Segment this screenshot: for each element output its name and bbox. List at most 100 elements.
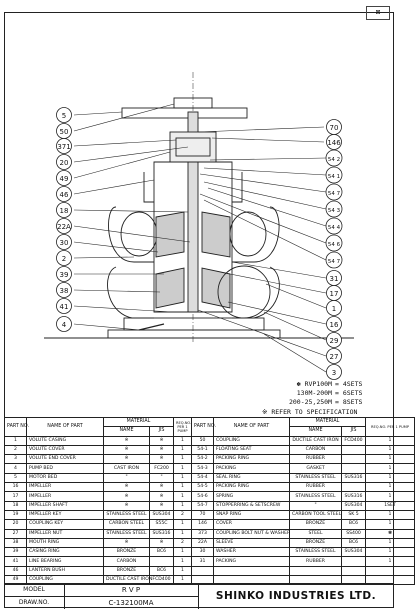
cell-mat: STAINLESS STEEL: [289, 491, 342, 502]
cell-mat: BRONZE: [289, 519, 342, 530]
cell-jis: FCD400: [341, 435, 366, 446]
callout-label: 54 2: [328, 157, 340, 163]
company-name: SHINKO INDUSTRIES LTD.: [215, 590, 377, 602]
callout-label: 70: [330, 124, 339, 132]
cell-name: COUPLING: [213, 435, 290, 446]
cell-name: IMPELLER SHAFT: [26, 500, 104, 511]
cell-name: PACKING RING: [213, 482, 290, 493]
header-material-name: NAME: [103, 426, 150, 437]
cell-jis: BC6: [149, 565, 174, 577]
callout-label: 31: [330, 275, 339, 283]
header-material: MATERIAL: [103, 416, 174, 428]
cell-req: 1: [173, 565, 192, 577]
cell-no: 38: [4, 537, 27, 549]
cell-req: 1: [365, 454, 415, 465]
callout-label: 38: [60, 287, 69, 295]
header-material-jis: JIS: [341, 426, 366, 437]
callout-label: 54 4: [328, 225, 341, 231]
callout-label: 39: [60, 271, 69, 279]
cell-no: 20: [4, 519, 27, 530]
cell-jis: BC6: [149, 547, 174, 558]
cell-mat: ※: [103, 537, 150, 549]
cell-name: SPRING: [213, 491, 290, 502]
cell-req: 1: [365, 482, 415, 493]
callout-label: 3: [332, 369, 336, 377]
cell-name: COVER: [213, 519, 290, 530]
cell-req: 1: [173, 435, 192, 446]
callout-left-group: 5 50 371 20 49 46 18 22A 30 2 39 38 41 4: [56, 103, 191, 332]
cell-jis: SUS304: [341, 500, 366, 511]
cell-no: 70: [191, 509, 214, 521]
cell-req: 1: [173, 547, 192, 558]
cell-name: SNAP RING: [213, 509, 290, 521]
drawing-number-value: C-132100MA: [64, 596, 199, 609]
cell-req: 1: [365, 556, 415, 567]
header-material-name: NAME: [289, 426, 342, 437]
callout-label: 18: [60, 207, 69, 215]
callout-label: 46: [60, 191, 69, 199]
note-key: 200-25,250M: [288, 398, 332, 406]
cell-mat: STAINLESS STEEL: [289, 547, 342, 558]
cell-req: 1: [173, 454, 192, 465]
cell-no: 1: [4, 435, 27, 446]
model-value: R V P: [64, 584, 199, 596]
header-req-no: REQ.NO. PER 1 PUMP: [365, 417, 415, 437]
cell-name: PACKING: [213, 556, 290, 567]
cell-jis: SUS316: [341, 491, 366, 502]
cell-jis: FC200: [149, 463, 174, 474]
callout-label: 49: [60, 175, 69, 183]
callout-label: 29: [330, 337, 339, 345]
cell-req: 1: [173, 491, 192, 502]
cell-name: SEAL RING: [213, 472, 290, 484]
cell-req: ✽: [365, 528, 415, 539]
cell-no: 54-1: [191, 444, 214, 456]
header-name-of-part: NAME OF PART: [213, 417, 290, 437]
cell-name: VOLUTE CASING: [26, 435, 104, 446]
cell-name: SLEEVE: [213, 537, 290, 549]
cell-mat: CARBON STEEL: [103, 519, 150, 530]
cell-req: 1: [365, 547, 415, 558]
model-label: MODEL: [4, 584, 65, 596]
cell-no: 46: [4, 565, 27, 577]
cell-mat: ": [289, 500, 342, 511]
quantity-notes: ✽ RVP100M= 4SETS 130M-200M= 6SETS 200-25…: [262, 380, 392, 417]
title-block: MODEL R V P DRAW.NO. C-132100MA SHINKO I…: [4, 583, 394, 609]
cell-req: 1: [173, 482, 192, 493]
cell-no: 54-6: [191, 491, 214, 502]
callout-label: 54 6: [328, 242, 341, 248]
cell-req: 1: [173, 472, 192, 484]
drawing-number-label: DRAW.NO.: [4, 596, 65, 609]
callout-label: 41: [60, 303, 69, 311]
cell-name: STOPPERRING & SETSCREW: [213, 500, 290, 511]
cell-mat: ": [103, 472, 150, 484]
callout-label: 17: [330, 290, 339, 298]
cell-no: 41: [4, 556, 27, 567]
cell-mat: CAST IRON: [103, 463, 150, 474]
cell-no: 54-5: [191, 482, 214, 493]
cell-no: 16: [4, 482, 27, 493]
cell-name: COUPLING BOLT NUT & WASHER: [213, 528, 290, 539]
cell-jis: [341, 556, 366, 567]
cell-mat: STAINLESS STEEL: [289, 472, 342, 484]
cell-jis: ※: [149, 491, 174, 502]
cell-name: CASING RING: [26, 547, 104, 558]
callout-label: 371: [57, 143, 70, 151]
note-key: 130M-200M: [296, 389, 332, 397]
cell-req: [365, 565, 415, 577]
cell-req: 1: [173, 463, 192, 474]
cell-req: 1: [173, 556, 192, 567]
cell-jis: [341, 454, 366, 465]
drawing-frame: [4, 12, 394, 608]
cell-jis: SUS304: [149, 509, 174, 521]
cell-jis: ※: [149, 537, 174, 549]
cell-mat: ※: [103, 500, 150, 511]
callout-label: 54 3: [328, 208, 341, 214]
cell-jis: ※: [149, 500, 174, 511]
cell-no: 31: [191, 556, 214, 567]
callout-label: 5: [62, 112, 66, 120]
cell-name: MOTOR BED: [26, 472, 104, 484]
